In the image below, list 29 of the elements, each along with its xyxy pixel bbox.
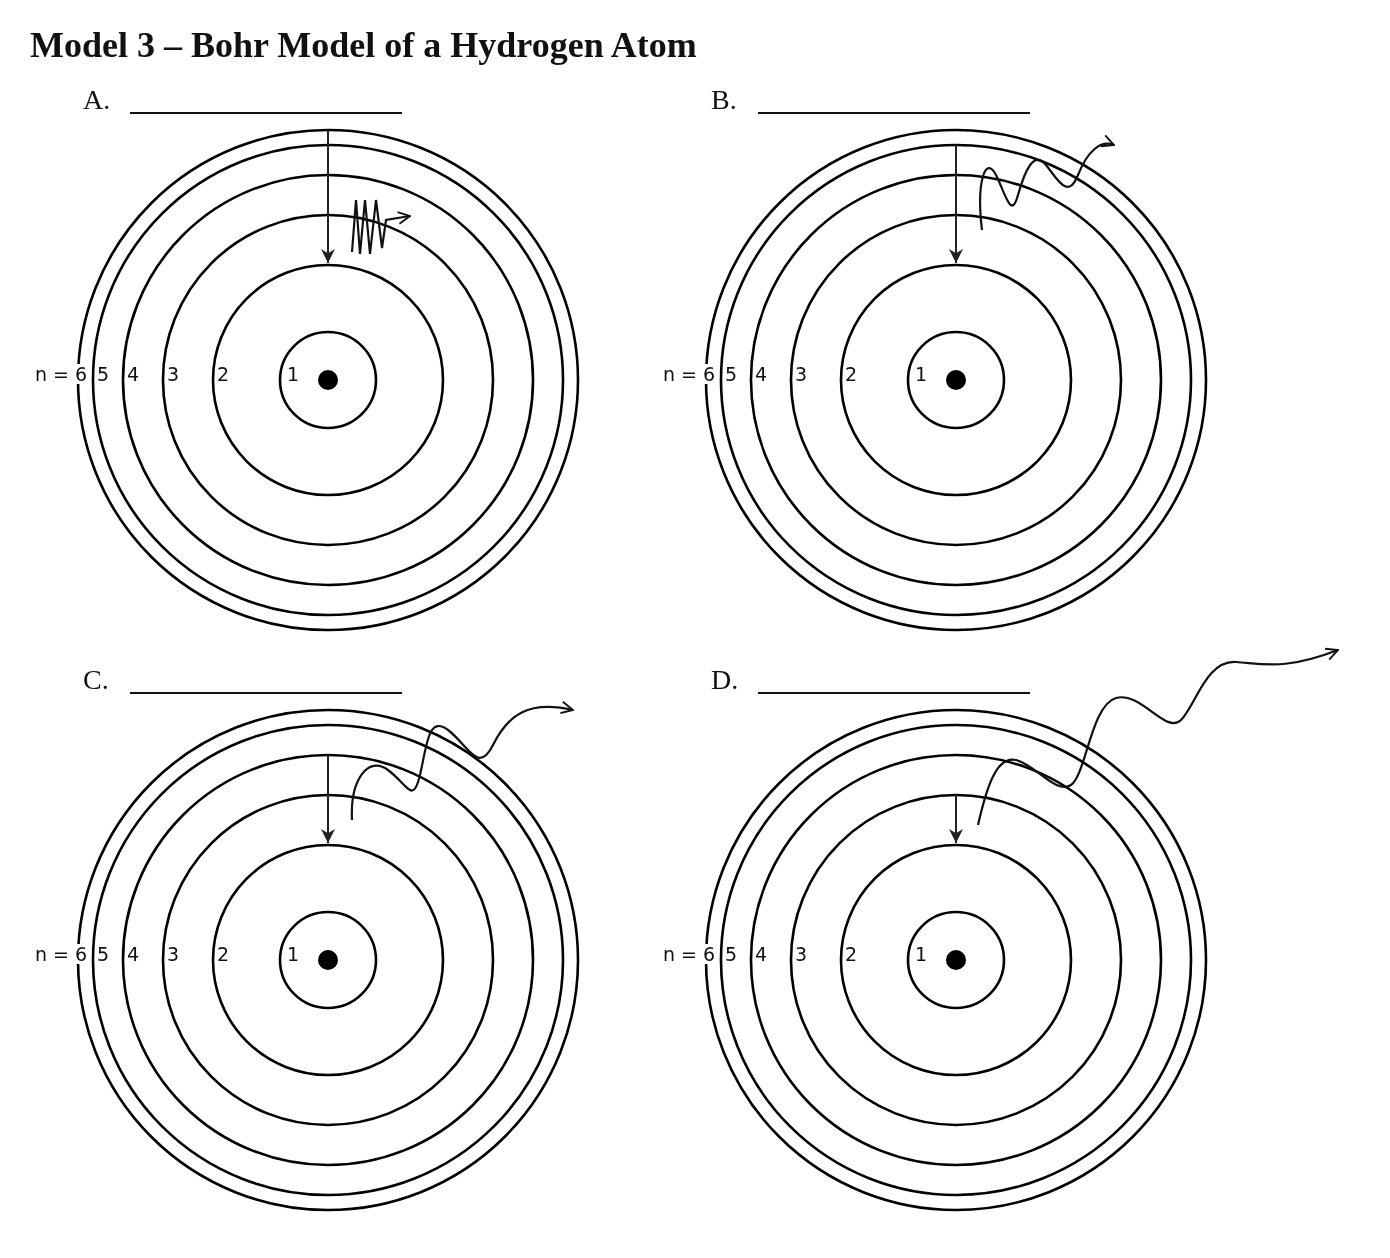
orbit-number: 4: [754, 364, 769, 384]
orbit-number: 1: [286, 364, 301, 384]
orbit-number: 5: [96, 364, 111, 384]
panel-letter: C.: [83, 664, 109, 696]
orbit-number: 4: [126, 944, 141, 964]
orbit-number: 1: [914, 364, 929, 384]
panel-letter: B.: [711, 84, 737, 116]
orbit-number: 5: [724, 364, 739, 384]
orbit-number: 1: [914, 944, 929, 964]
panel-letter: D.: [711, 664, 739, 696]
orbit-number: 3: [794, 364, 809, 384]
orbit-number: 3: [166, 364, 181, 384]
orbit-number: 5: [724, 944, 739, 964]
orbit-label: n = 6: [662, 364, 717, 384]
orbit-label: n = 6: [34, 944, 89, 964]
orbit-label: n = 6: [34, 364, 89, 384]
orbit-label: n = 6: [662, 944, 717, 964]
panel-letter: A.: [83, 84, 111, 116]
orbit-number: 5: [96, 944, 111, 964]
orbit-number: 2: [216, 944, 231, 964]
orbit-number: 3: [166, 944, 181, 964]
orbit-number: 2: [216, 364, 231, 384]
orbit-number: 4: [754, 944, 769, 964]
orbit-number: 2: [844, 364, 859, 384]
orbit-number: 1: [286, 944, 301, 964]
orbit-number: 3: [794, 944, 809, 964]
orbit-number: 4: [126, 364, 141, 384]
title: Model 3 – Bohr Model of a Hydrogen Atom: [30, 24, 697, 66]
orbit-number: 2: [844, 944, 859, 964]
